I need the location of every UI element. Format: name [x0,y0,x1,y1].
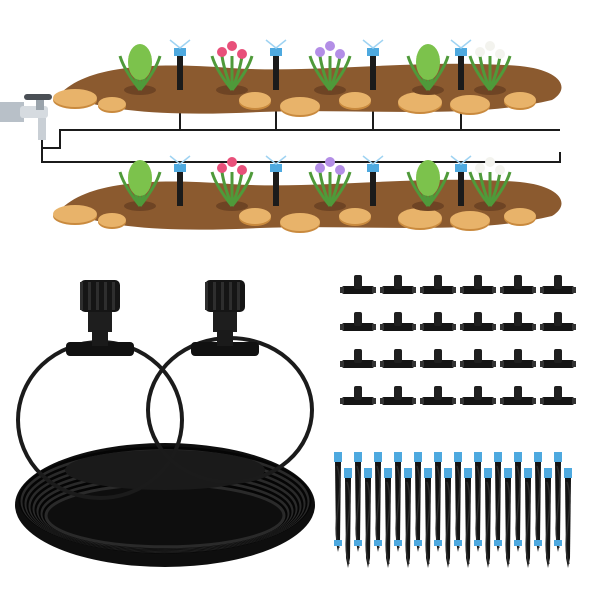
drip-stake-icon [384,468,392,568]
tee-connector-icon [460,275,496,294]
drip-stake-icon [454,452,462,552]
drip-stake-icon [424,468,432,568]
kit-components [15,275,576,568]
stone [398,208,442,228]
drip-stake-icon [444,468,452,568]
tulip-pink-icon [210,41,254,95]
stone [98,97,126,111]
stone [53,205,97,223]
drip-emitter-icon [362,155,384,206]
tee-connector-icon [460,312,496,331]
faucet-icon [0,94,52,140]
tee-connector-icon [420,275,456,294]
stone [398,92,442,112]
tee-connector-icon [420,386,456,405]
tee-connector-icon [540,386,576,405]
tee-connector-icon [500,312,536,331]
drip-emitter-icon [450,155,472,206]
tee-connector-icon [540,349,576,368]
drip-stake-icon [534,452,542,552]
drip-stake-icon [404,468,412,568]
drip-emitter-icon [169,39,191,90]
faucet-adapter-icon [191,280,259,356]
drip-stake-icon [364,468,372,568]
drip-emitter-icon [362,39,384,90]
stone [239,208,271,224]
drip-stake-icon [504,468,512,568]
tee-connector-icon [340,275,376,294]
drip-stake-icon [464,468,472,568]
tee-connector-icon [340,386,376,405]
drip-stake-icon [554,452,562,552]
leafy-plant-icon [406,160,450,211]
fern-icon [118,44,162,95]
faucet-adapter-icon [66,280,134,356]
stone [280,97,320,115]
daisy-white-icon [468,41,512,95]
drip-emitter-icon [169,155,191,206]
tee-connector-icon [540,312,576,331]
tee-connector-icon [460,349,496,368]
tee-connector-icon [460,386,496,405]
faucet-adapters [66,280,259,356]
pink-rose-icon [468,157,512,211]
stone [280,213,320,231]
orange-daisies-icon [308,157,352,211]
lavender-icon [308,41,352,95]
garden-illustration [0,39,562,233]
drip-stake-icon [334,452,342,552]
drip-stake-icon [524,468,532,568]
drip-emitter-icon [265,39,287,90]
drip-stake-icon [414,452,422,552]
drip-stake-icon [514,452,522,552]
stone [239,92,271,108]
tee-connector-icon [420,349,456,368]
stone [98,213,126,227]
tulip-pink-icon [210,157,254,211]
stone [504,208,536,224]
drip-stake-icon [374,452,382,552]
stone [339,208,371,224]
drip-stake-icon [474,452,482,552]
tee-connector-icon [380,386,416,405]
tee-connector-icon [500,386,536,405]
drip-stake-icon [394,452,402,552]
tee-connector-icon [340,349,376,368]
leafy-plant-icon [406,44,450,95]
tee-connector-icon [380,312,416,331]
tee-connector-icon [380,275,416,294]
stone [450,211,490,229]
tee-connector-icon [340,312,376,331]
stone [53,89,97,107]
garden-bed-top [53,39,562,117]
drip-stake-icon [434,452,442,552]
orange-blooms-icon [118,160,162,211]
stone [504,92,536,108]
drip-stake-icon [564,468,572,568]
drip-stake-icon [544,468,552,568]
tee-connector-icon [380,349,416,368]
drip-stake-icon [344,468,352,568]
tee-connector-icon [500,275,536,294]
stone [339,92,371,108]
tee-connector-grid [340,275,576,405]
drip-emitter-icon [450,39,472,90]
stone [450,95,490,113]
drip-emitter-icon [265,155,287,206]
drip-stake-icon [494,452,502,552]
tee-connector-icon [540,275,576,294]
tee-connector-icon [500,349,536,368]
garden-bed-bottom [53,155,562,233]
drip-stake-row [334,452,572,568]
hose-coil [15,336,315,567]
drip-stake-icon [354,452,362,552]
drip-stake-icon [484,468,492,568]
tee-connector-icon [420,312,456,331]
